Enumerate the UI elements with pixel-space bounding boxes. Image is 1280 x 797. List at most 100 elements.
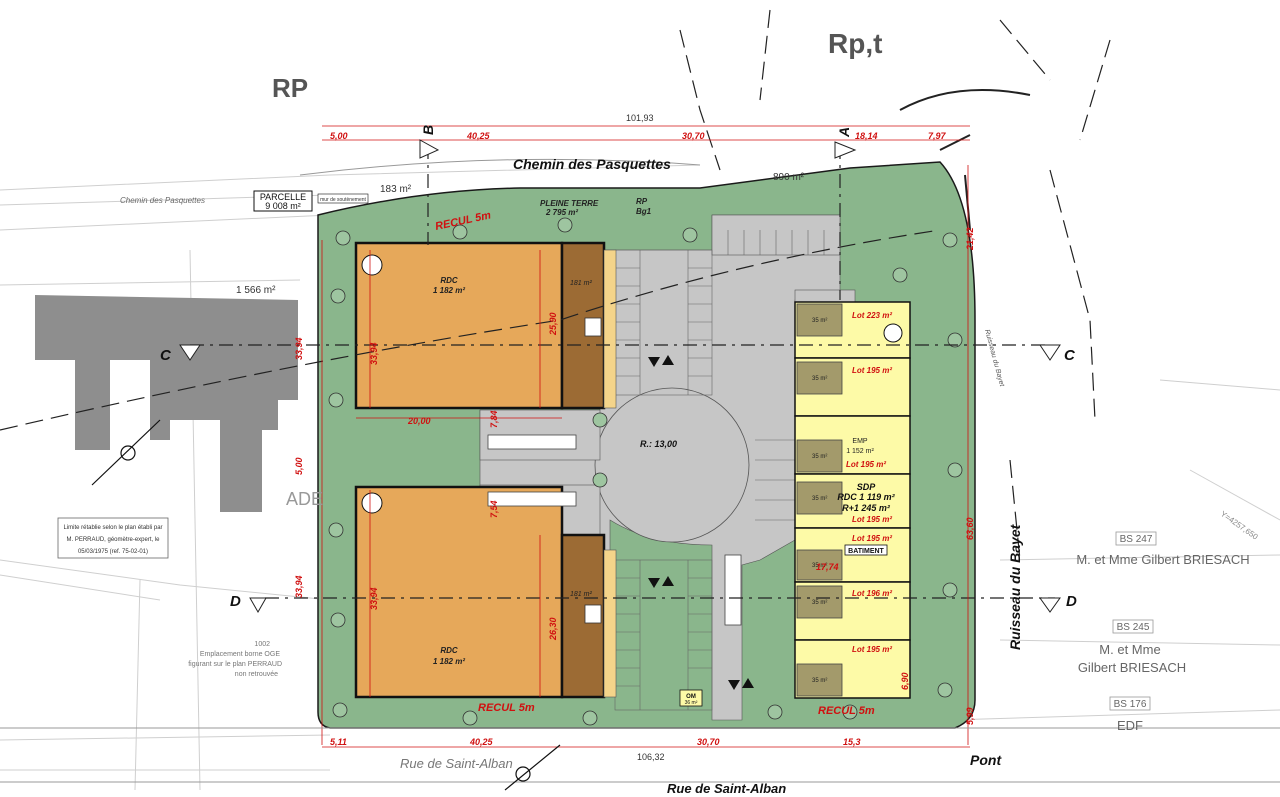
south-dim-h2: 26,30	[548, 617, 558, 641]
north-annex: 181 m²	[570, 280, 592, 287]
dimension-lines	[321, 125, 970, 748]
emprise-label: EMP	[852, 438, 868, 445]
loading-docks	[487, 434, 742, 626]
dim-1774: 17,74	[816, 562, 839, 572]
parcel-side-note: mur de soutènement	[320, 197, 366, 203]
dim-bottom-total: 106,32	[637, 752, 665, 762]
owner2b: Gilbert BRIESACH	[1078, 660, 1186, 675]
lot-7-unit: 35 m²	[812, 678, 827, 684]
sdp-label: SDP	[857, 482, 877, 492]
dim-left-3394b: 33,94	[294, 575, 304, 598]
area-1566: 1 566 m²	[236, 285, 276, 296]
lot-3-label: Lot 195 m²	[846, 460, 886, 469]
dim-3070: 30,70	[682, 131, 705, 141]
bs247-label: BS 247	[1120, 534, 1153, 545]
section-c-left: C	[160, 347, 172, 364]
borne-2: Emplacement borne OGE	[200, 651, 280, 658]
south-building-label: RDC	[440, 646, 458, 655]
limit-note-1: Limite rétablie selon le plan établi par	[63, 525, 162, 531]
parking-north	[614, 249, 713, 396]
north-street-small: Chemin des Pasquettes	[120, 196, 205, 205]
south-street-label: Rue de Saint-Alban	[667, 781, 786, 796]
north-building-area: 1 182 m²	[433, 286, 465, 295]
om-area: 36 m²	[685, 700, 698, 706]
dim-b15: 15,3	[843, 737, 861, 747]
rp-label: RP	[636, 197, 648, 206]
parking-south	[614, 559, 713, 711]
stream-lines	[899, 89, 1031, 231]
limit-note-3: 05/03/1975 (ref. 75-02-01)	[78, 549, 148, 555]
trees	[328, 217, 963, 726]
borne-1: 1002	[254, 641, 270, 648]
limit-note: Limite rétablie selon le plan établi par…	[57, 517, 169, 559]
lot-4-unit: 35 m²	[812, 496, 827, 502]
dim-1814: 18,14	[855, 131, 878, 141]
roads	[0, 158, 1280, 783]
section-a: A	[836, 127, 852, 138]
south-street-italic: Rue de Saint-Alban	[400, 756, 513, 771]
bridge-label: Pont	[970, 752, 1002, 768]
dim-4025: 40,25	[466, 131, 491, 141]
dim-797: 7,97	[928, 131, 947, 141]
building-south	[354, 485, 617, 699]
north-building-label: RDC	[440, 276, 458, 285]
dim-right-2142: 21,42	[965, 227, 975, 251]
stream-label: Ruisseau du Bayet	[1007, 523, 1023, 650]
section-b: B	[420, 125, 436, 135]
section-d-left: D	[230, 593, 241, 610]
emprise-area: 1 152 m²	[846, 448, 874, 455]
south-dim-h: 33,94	[369, 587, 379, 610]
recul-south-right: RECUL 5m	[818, 705, 875, 717]
lot-2-unit: 35 m²	[812, 376, 827, 382]
dim-left-3394: 33,94	[294, 337, 304, 360]
sdp-r1: R+1 245 m²	[842, 503, 891, 513]
lot-4-label: Lot 195 m²	[852, 515, 892, 524]
section-c-right: C	[1064, 347, 1076, 364]
owner2a: M. et Mme	[1099, 642, 1160, 657]
dim-b4025: 40,25	[469, 737, 494, 747]
bg1-label: Bg1	[636, 207, 652, 216]
pleine-terre-label: PLEINE TERRE	[540, 199, 599, 208]
dim-right-599: 5,99	[965, 707, 975, 725]
neighbor-buildings	[35, 295, 298, 512]
lot-1-unit: 35 m²	[812, 318, 827, 324]
parking-top	[727, 230, 825, 521]
dim-total-top: 101,93	[626, 113, 654, 123]
lot-7-label: Lot 195 m²	[852, 645, 892, 654]
lot-6-label: Lot 196 m²	[852, 589, 892, 598]
section-d-right: D	[1066, 593, 1077, 610]
sdp-rdc: RDC 1 119 m²	[837, 492, 895, 502]
coord-label: Y=4257,650	[1219, 509, 1260, 542]
traffic-arrows	[648, 355, 754, 690]
south-annex: 181 m²	[570, 591, 592, 598]
south-dim-small: 7,54	[489, 500, 499, 518]
limit-note-2: M. PERRAUD, géomètre-expert, le	[66, 537, 160, 543]
area-890: 890 m²	[773, 172, 805, 183]
east-lots	[794, 301, 911, 699]
dim-right-6360: 63,60	[965, 517, 975, 540]
parcel-box: PARCELLE 9 008 m² mur de soutènement	[253, 190, 369, 212]
dim-b511: 5,11	[330, 737, 347, 747]
parcel-label: PARCELLE	[260, 192, 306, 202]
zone-rp: RP	[272, 73, 308, 103]
zone-rpt: Rp,t	[828, 28, 882, 59]
bs245-label: BS 245	[1117, 622, 1150, 633]
dim-left-500: 5,00	[294, 457, 304, 475]
lot-5-label: Lot 195 m²	[852, 534, 892, 543]
lot-1-label: Lot 223 m²	[852, 311, 892, 320]
lot-3-unit: 35 m²	[812, 454, 827, 460]
om-label: OM	[686, 694, 696, 700]
dim-690: 6,90	[900, 672, 910, 690]
parcel-area: 9 008 m²	[265, 201, 301, 211]
dim-b870: 30,70	[697, 737, 720, 747]
section-markers	[179, 139, 1061, 614]
borne-4: non retrouvée	[235, 671, 278, 678]
roundabout-radius: R.: 13,00	[640, 439, 677, 449]
section-lines	[190, 145, 1055, 599]
north-dim-small: 7,84	[489, 410, 499, 428]
north-dim-h2: 25,90	[548, 312, 558, 336]
north-dim-h: 33,94	[369, 342, 379, 365]
pleine-terre-area: 2 795 m²	[545, 208, 578, 217]
borne-3: figurant sur le plan PERRAUD	[188, 661, 282, 668]
